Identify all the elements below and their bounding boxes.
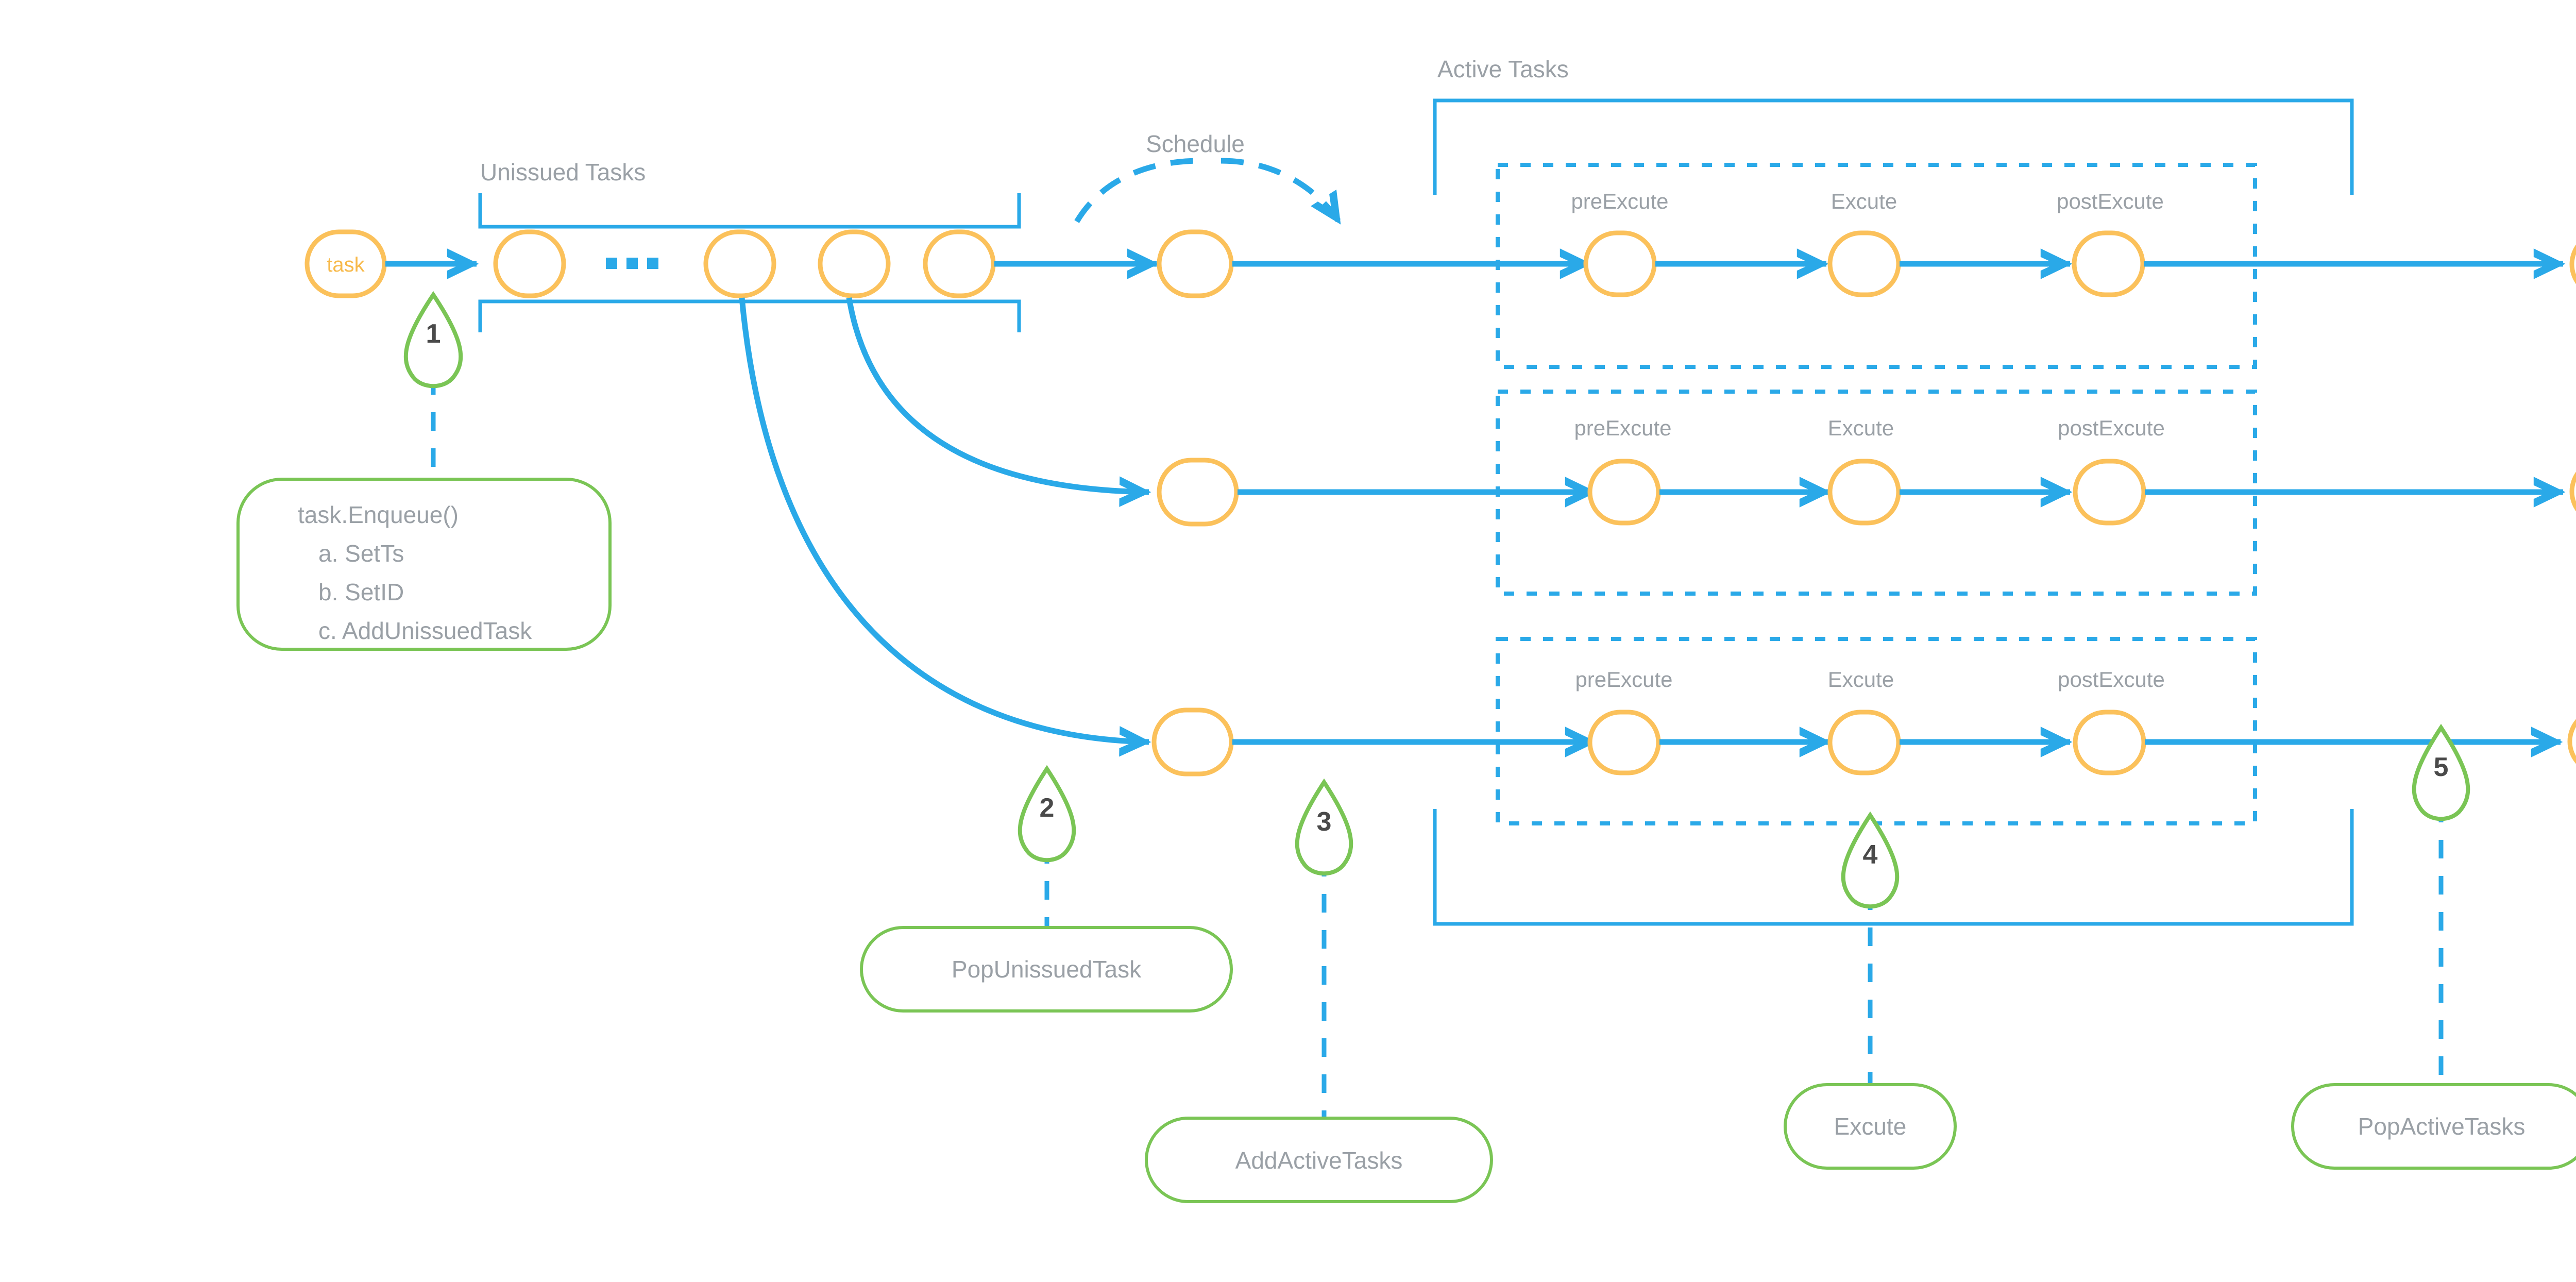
source-task-node[interactable]: task: [304, 229, 387, 298]
row-3-preexcute-node-shape: [1587, 710, 1661, 775]
queue-node-2-shape: [703, 229, 776, 298]
row-1-stage-label-excute: Excute: [1831, 189, 1897, 213]
queue-node-2[interactable]: [703, 229, 776, 298]
row-2-exit-node-shape: [2569, 471, 2576, 512]
schedule-arc-right: [1221, 158, 1342, 225]
callout-4[interactable]: Excute: [1784, 1083, 1957, 1170]
row-3-stage-label-excute: Excute: [1828, 667, 1894, 691]
row-3-exit-node[interactable]: [2567, 710, 2576, 773]
row-1: preExcute Excute postExcute: [1157, 163, 2576, 369]
row-2-stage-label-postexcute: postExcute: [2058, 416, 2165, 440]
marker-5-number: 5: [2434, 752, 2449, 782]
marker-4-shape: [1841, 811, 1900, 909]
row-3-exit-node-shape: [2567, 719, 2576, 764]
row-1-preexcute-node-shape: [1583, 230, 1657, 297]
queue-node-3-shape: [818, 229, 891, 298]
active-bracket-top: [1433, 98, 2354, 195]
callout-2-label: PopUnissuedTask: [952, 956, 1142, 983]
row-2-exit-node[interactable]: [2569, 460, 2576, 523]
marker-5-shape: [2412, 723, 2470, 821]
marker-1-shape: [403, 291, 463, 389]
callout-1-line-1: task.Enqueue(): [298, 501, 459, 528]
marker-4-number: 4: [1863, 840, 1878, 870]
marker-2[interactable]: 2: [1018, 765, 1076, 863]
queue-node-1[interactable]: [493, 229, 566, 298]
edge-queue3-to-row2: [846, 297, 1151, 507]
row-2-excute-node-shape: [1827, 459, 1901, 526]
task-node-shape: [304, 229, 387, 298]
row-2-preexcute-node[interactable]: [1587, 459, 1661, 526]
marker-1[interactable]: 1: [403, 291, 463, 389]
row-3-stage-label-preexcute: preExcute: [1575, 667, 1672, 691]
marker-4[interactable]: 4: [1841, 811, 1900, 909]
row-2-stage-label-preexcute: preExcute: [1574, 416, 1671, 440]
task-node-label: task: [327, 254, 365, 276]
marker-2-shape: [1018, 765, 1076, 863]
marker-3-number: 3: [1317, 807, 1332, 837]
row-3-preexcute-node[interactable]: [1587, 710, 1661, 775]
row-2-postexcute-node[interactable]: [2073, 459, 2146, 526]
row-1-postexcute-node-shape: [2072, 230, 2145, 297]
callout-1-shape: [236, 478, 612, 651]
callout-1-line-2: a. SetTs: [318, 540, 404, 567]
row-1-excute-node-shape: [1827, 230, 1901, 297]
marker-2-number: 2: [1040, 793, 1055, 823]
row-1-excute-node[interactable]: [1827, 230, 1901, 297]
callout-3-shape: [1145, 1117, 1493, 1203]
unissued-tasks-label: Unissued Tasks: [480, 159, 646, 185]
unissued-bracket-top: [478, 193, 1021, 229]
queue-node-1-shape: [493, 229, 566, 298]
row-2-entry-node[interactable]: [1157, 458, 1239, 527]
callout-1-line-3: b. SetID: [318, 579, 404, 605]
row-1-entry-node-shape: [1157, 229, 1234, 298]
row-3-entry-node[interactable]: [1151, 707, 1234, 777]
schedule-label: Schedule: [1146, 130, 1245, 157]
edge-queue2-to-row3: [739, 297, 1151, 757]
queue-ellipsis: [606, 258, 658, 269]
row-3-excute-node[interactable]: [1827, 710, 1901, 775]
callout-2-shape: [860, 926, 1233, 1013]
callout-5[interactable]: PopActiveTasks: [2291, 1083, 2576, 1170]
marker-1-number: 1: [426, 319, 441, 349]
row-1-exit-node-shape: [2569, 244, 2576, 284]
callout-4-label: Excute: [1834, 1113, 1907, 1140]
callout-1[interactable]: task.Enqueue() a. SetTs b. SetID c. AddU…: [236, 478, 612, 651]
queue-node-4[interactable]: [923, 229, 996, 298]
row-2-excute-node[interactable]: [1827, 459, 1901, 526]
row-3-postexcute-node-shape: [2073, 710, 2146, 775]
active-bracket-bottom: [1433, 809, 2354, 926]
row-3-stage-label-postexcute: postExcute: [2058, 667, 2165, 691]
active-tasks-label: Active Tasks: [1437, 56, 1569, 82]
callout-1-line-4: c. AddUnissuedTask: [318, 617, 532, 644]
row-1-stage-label-postexcute: postExcute: [2057, 189, 2164, 213]
callout-5-shape: [2291, 1083, 2576, 1170]
row-2-stage-label-excute: Excute: [1828, 416, 1894, 440]
row-3: preExcute Excute postExcute: [1151, 637, 2576, 825]
marker-3[interactable]: 3: [1295, 778, 1353, 876]
row-2-entry-node-shape: [1157, 458, 1239, 527]
row-2-preexcute-node-shape: [1587, 459, 1661, 526]
row-1-preexcute-node[interactable]: [1583, 230, 1657, 297]
row-3-excute-node-shape: [1827, 710, 1901, 775]
callout-4-shape: [1784, 1083, 1957, 1170]
row-1-stage-label-preexcute: preExcute: [1571, 189, 1668, 213]
schedule-arc-left: [1074, 158, 1201, 223]
row-2: preExcute Excute postExcute: [1157, 390, 2576, 596]
callout-3-label: AddActiveTasks: [1235, 1147, 1403, 1174]
queue-node-4-shape: [923, 229, 996, 298]
row-1-entry-node[interactable]: [1157, 229, 1234, 298]
callout-2[interactable]: PopUnissuedTask: [860, 926, 1233, 1013]
callout-5-label: PopActiveTasks: [2358, 1113, 2526, 1140]
unissued-bracket-bottom: [478, 299, 1021, 332]
marker-3-shape: [1295, 778, 1353, 876]
row-2-postexcute-node-shape: [2073, 459, 2146, 526]
row-1-exit-node[interactable]: [2569, 233, 2576, 296]
row-3-postexcute-node[interactable]: [2073, 710, 2146, 775]
queue-node-3[interactable]: [818, 229, 891, 298]
row-1-postexcute-node[interactable]: [2072, 230, 2145, 297]
callout-3[interactable]: AddActiveTasks: [1145, 1117, 1493, 1203]
marker-5[interactable]: 5: [2412, 723, 2470, 821]
row-3-entry-node-shape: [1151, 707, 1234, 777]
